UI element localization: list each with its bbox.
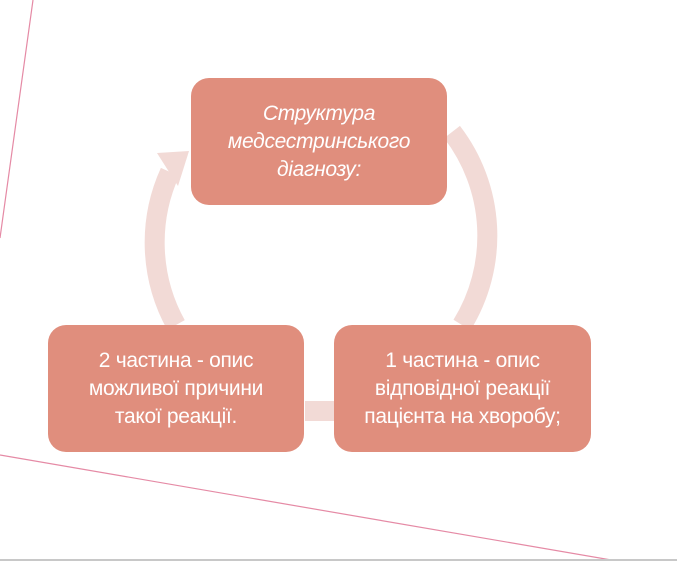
decorative-line-bottom [0, 454, 618, 561]
arrowhead-icon [157, 151, 189, 186]
node-title: Структура медсестринського діагнозу: [191, 78, 447, 205]
node-part-2: 2 частина - опис можливої причини такої … [48, 325, 304, 452]
node-part-1-text: 1 частина - опис відповідної реакції пац… [364, 348, 561, 428]
node-part-2-text: 2 частина - опис можливої причини такої … [88, 348, 264, 428]
cycle-arrow-icon [144, 125, 498, 421]
decorative-line-left [0, 0, 34, 239]
node-part-1: 1 частина - опис відповідної реакції пац… [334, 325, 591, 452]
bottom-border [0, 559, 677, 561]
node-title-text: Структура медсестринського діагнозу: [227, 101, 411, 181]
